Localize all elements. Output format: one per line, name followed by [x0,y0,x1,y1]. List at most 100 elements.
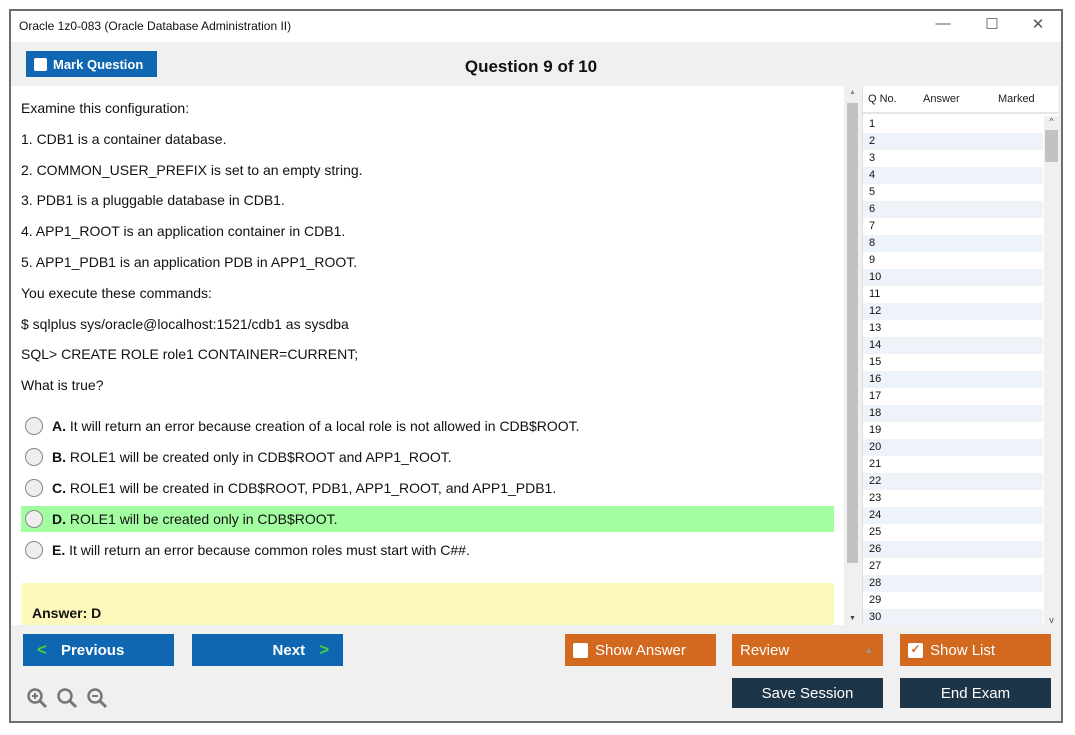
list-row[interactable]: 3 [869,152,876,164]
maximize-icon[interactable]: ☐ [985,16,999,33]
show-answer-label: Show Answer [595,641,686,659]
list-row[interactable]: 10 [863,269,1043,286]
list-row[interactable]: 9 [869,254,876,266]
show-answer-button[interactable]: Show Answer [565,634,716,666]
mark-question-button[interactable]: Mark Question [26,51,157,77]
scroll-up-icon[interactable]: ^ [1049,116,1054,126]
title-bar: Oracle 1z0-083 (Oracle Database Administ… [11,11,1061,42]
list-row[interactable]: 27 [869,560,882,572]
question-line: 5. APP1_PDB1 is an application PDB in AP… [21,254,358,270]
radio-button[interactable] [25,448,43,466]
list-row[interactable]: 26 [863,541,1043,558]
close-icon[interactable]: ✕ [1031,16,1045,33]
list-row[interactable]: 20 [863,439,1043,456]
question-line: What is true? [21,377,104,394]
list-row[interactable]: 1 [869,118,876,130]
radio-button[interactable] [25,417,43,435]
answer-option[interactable]: A. It will return an error because creat… [21,413,834,439]
show-list-button[interactable]: ✓ Show List [900,634,1051,666]
list-row[interactable]: 25 [869,526,882,538]
list-row[interactable]: 24 [863,507,1043,524]
next-button[interactable]: Next > [192,634,343,666]
list-row[interactable]: 21 [869,458,882,470]
list-scroll-thumb[interactable] [1045,130,1058,162]
question-line: $ sqlplus sys/oracle@localhost:1521/cdb1… [21,315,349,332]
header-marked: Marked [998,93,1035,105]
question-scrollbar[interactable]: ▲ ▼ [844,86,861,625]
list-scrollbar[interactable]: ^ v [1044,116,1059,625]
answer-box: Answer: D [21,583,834,625]
list-row[interactable]: 12 [863,303,1043,320]
list-header: Q No. Answer Marked [863,86,1058,114]
zoom-out-icon[interactable] [86,687,108,715]
scroll-up-icon[interactable]: ▲ [849,89,856,96]
checkbox-icon [34,57,47,71]
list-row[interactable]: 17 [869,390,882,402]
list-row[interactable]: 6 [863,201,1043,218]
answer-option[interactable]: D. ROLE1 will be created only in CDB$ROO… [21,506,834,532]
next-label: Next [272,641,306,659]
option-letter: D. [52,511,66,527]
option-text: It will return an error because common r… [69,542,470,558]
caret-up-icon: ▲ [864,645,873,655]
chevron-left-icon: < [37,640,47,659]
list-row[interactable]: 19 [869,424,882,436]
radio-button[interactable] [25,510,43,528]
list-row[interactable]: 8 [863,235,1043,252]
option-text: ROLE1 will be created only in CDB$ROOT. [69,511,338,527]
list-row[interactable]: 23 [869,492,882,504]
question-line: 2. COMMON_USER_PREFIX is set to an empty… [21,161,363,178]
option-letter: C. [52,480,66,496]
chevron-right-icon: > [319,640,329,659]
option-text: It will return an error because creation… [69,418,580,434]
window-title: Oracle 1z0-083 (Oracle Database Administ… [19,19,292,33]
minimize-icon[interactable]: — [935,15,951,32]
review-dropdown[interactable]: Review ▲ [732,634,883,666]
previous-button[interactable]: < Previous [23,634,174,666]
question-line: 1. CDB1 is a container database. [21,130,227,147]
header-qno: Q No. [868,93,897,105]
app-window: Oracle 1z0-083 (Oracle Database Administ… [9,9,1063,723]
question-line: You execute these commands: [21,284,212,301]
checkbox-icon [573,642,588,658]
zoom-in-icon[interactable] [26,687,48,715]
list-row[interactable]: 18 [863,405,1043,422]
scroll-thumb[interactable] [847,103,858,563]
question-line: 4. APP1_ROOT is an application container… [21,223,346,240]
answer-option[interactable]: C. ROLE1 will be created in CDB$ROOT, PD… [21,475,834,501]
answer-option[interactable]: E. It will return an error because commo… [21,537,834,563]
end-exam-button[interactable]: End Exam [900,678,1051,708]
mark-question-label: Mark Question [53,56,144,72]
previous-label: Previous [60,641,125,659]
list-row[interactable]: 13 [869,322,882,334]
question-line: SQL> CREATE ROLE role1 CONTAINER=CURRENT… [21,346,359,363]
zoom-reset-icon[interactable] [56,687,78,715]
question-counter: Question 9 of 10 [464,57,598,76]
list-row[interactable]: 11 [869,288,881,300]
list-row[interactable]: 30 [863,609,1043,626]
list-row[interactable]: 14 [863,337,1043,354]
scroll-down-icon[interactable]: v [1049,615,1054,625]
answer-option[interactable]: B. ROLE1 will be created only in CDB$ROO… [21,444,834,470]
show-list-label: Show List [930,641,996,659]
list-row[interactable]: 5 [869,186,876,198]
list-row[interactable]: 4 [863,167,1043,184]
radio-button[interactable] [25,541,43,559]
save-session-button[interactable]: Save Session [732,678,883,708]
list-row[interactable]: 15 [869,356,882,368]
list-row[interactable]: 2 [863,133,1043,150]
question-line: 3. PDB1 is a pluggable database in CDB1. [21,192,285,209]
header-answer: Answer [923,93,960,105]
checkbox-checked-icon: ✓ [908,642,923,658]
list-row[interactable]: 28 [863,575,1043,592]
option-letter: A. [52,418,66,434]
option-text: ROLE1 will be created only in CDB$ROOT a… [69,449,452,465]
radio-button[interactable] [25,479,43,497]
list-row[interactable]: 22 [863,473,1043,490]
list-row[interactable]: 29 [869,594,882,606]
scroll-down-icon[interactable]: ▼ [849,615,856,622]
list-row[interactable]: 7 [869,220,876,232]
list-row[interactable]: 16 [863,371,1043,388]
